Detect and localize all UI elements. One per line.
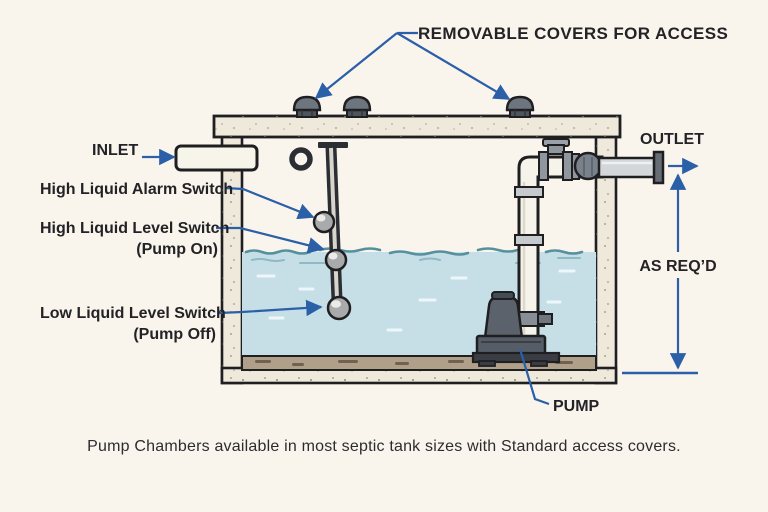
pump-base	[471, 351, 561, 364]
high-level-switch-label: High Liquid Level Switch (Pump On)	[40, 218, 230, 260]
water-highlights	[256, 269, 576, 332]
access-cover-right	[505, 95, 535, 118]
removable-covers-label: REMOVABLE COVERS FOR ACCESS	[418, 24, 729, 43]
outlet-flange	[652, 150, 665, 185]
pump-motor	[483, 295, 524, 340]
access-cover-middle	[342, 95, 372, 118]
alarm-switch-label: High Liquid Alarm Switch	[40, 181, 234, 198]
tank-structure	[212, 114, 622, 385]
alarm-switch-leader	[224, 186, 315, 220]
outlet-label: OUTLET	[640, 131, 704, 148]
float-rod-hanger	[318, 142, 348, 148]
float-switch-assembly	[312, 142, 352, 321]
outlet-pipe	[597, 150, 665, 185]
high-level-switch-line2: (Pump On)	[136, 241, 218, 258]
inlet-label: INLET	[92, 142, 139, 159]
covers-arrow-left	[314, 32, 398, 100]
low-level-leader	[218, 299, 323, 317]
low-level-switch-label: Low Liquid Level Switch (Pump Off)	[40, 303, 226, 345]
inlet-pipe	[174, 144, 259, 172]
pipe-union	[571, 151, 603, 181]
float-ball-alarm	[312, 210, 336, 234]
pump	[471, 291, 561, 367]
high-level-switch-line1: High Liquid Level Switch	[40, 220, 230, 237]
access-covers	[292, 95, 535, 118]
caption: Pump Chambers available in most septic t…	[87, 438, 681, 455]
low-level-switch-line1: Low Liquid Level Switch	[40, 305, 226, 322]
high-level-leader	[216, 226, 325, 254]
access-cover-left	[292, 95, 322, 118]
float-ball-pump-on	[324, 248, 348, 272]
annotation-lines	[142, 31, 699, 406]
as-reqd-label: AS REQ’D	[639, 258, 717, 275]
pump-label: PUMP	[553, 398, 600, 415]
pipe-coupling-upper	[514, 186, 544, 198]
check-valve	[538, 138, 573, 181]
discharge-piping	[513, 138, 665, 347]
pipe-coupling-lower	[514, 234, 544, 246]
cable-ring	[289, 147, 313, 171]
covers-arrow-right	[396, 32, 511, 100]
float-ball-pump-off	[326, 295, 352, 321]
pump-leader	[518, 348, 550, 406]
low-level-switch-line2: (Pump Off)	[133, 326, 216, 343]
